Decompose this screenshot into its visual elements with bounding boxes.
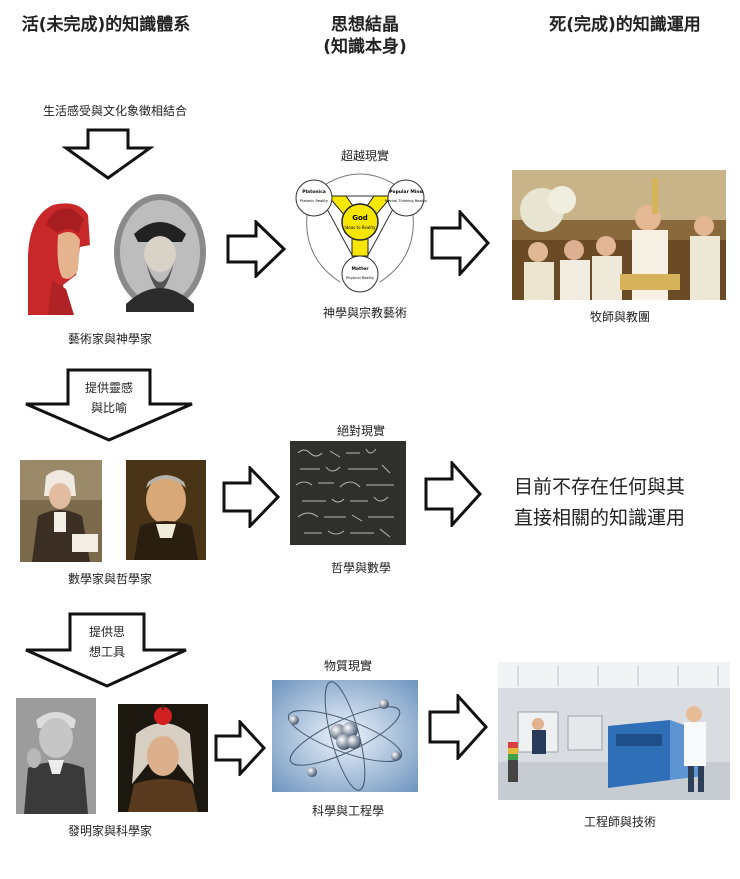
diagram-node-6: Physical Reality (346, 276, 375, 280)
row3-application-label: 工程師與技術 (583, 815, 656, 829)
header-dead-knowledge: 死(完成)的知識運用 (549, 15, 701, 35)
formula-board (290, 441, 406, 545)
theology-diagram: God Ideas to Reality Platonica Platonic … (290, 166, 430, 296)
down-arrow-1 (62, 128, 154, 180)
row2-arrow-text-line1: 提供靈感 (84, 381, 133, 395)
portrait-philosopher (126, 460, 206, 560)
portrait-artist (18, 185, 108, 315)
row2-crystal-title: 絕對現實 (336, 424, 385, 438)
row2-people-label: 數學家與哲學家 (67, 572, 152, 586)
portrait-inventor (16, 698, 96, 814)
row3-arrow-text: 提供思 想工具 (70, 622, 144, 662)
right-arrow-2b (424, 461, 482, 527)
right-arrow-1a (226, 220, 286, 278)
row1-crystal-label: 神學與宗教藝術 (322, 306, 407, 320)
right-arrow-3b (428, 694, 488, 760)
diagram-node-1: Platonica (302, 189, 326, 195)
diagram-center-sub: Ideas to Reality (345, 225, 377, 230)
diagram-center-text: God (352, 214, 368, 222)
portrait-scientist (118, 704, 208, 812)
portrait-theologian (112, 192, 208, 312)
row2-application-text-line2: 直接相關的知識運用 (514, 507, 686, 529)
right-arrow-2a (222, 466, 280, 528)
right-arrow-1b (430, 210, 490, 276)
row3-arrow-text-line1: 提供思 (88, 625, 125, 639)
atom-illustration (272, 680, 418, 792)
photo-engineering-lab (498, 662, 730, 800)
row1-crystal-title: 超越現實 (340, 149, 389, 163)
header-thought-crystal-line2: (知識本身) (323, 37, 407, 57)
row3-crystal-label: 科學與工程學 (311, 804, 384, 818)
photo-clergy (512, 170, 726, 300)
row2-arrow-text: 提供靈感 與比喻 (68, 378, 150, 418)
diagram-node-2: Platonic Reality (300, 199, 329, 203)
row3-people-label: 發明家與科學家 (67, 824, 152, 838)
row2-application-text-line1: 目前不存在任何與其 (514, 476, 686, 498)
header-living-knowledge: 活(未完成)的知識體系 (21, 15, 191, 35)
row3-crystal-title: 物質現實 (323, 659, 372, 673)
header-thought-crystal-line1: 思想結晶 (331, 15, 399, 35)
header-thought-crystal: 思想結晶 (知識本身) (290, 14, 440, 58)
down-arrow-3 (25, 612, 187, 688)
diagram-node-3: Popular Mind (389, 189, 423, 195)
right-arrow-3a (214, 720, 266, 776)
diagram-node-5: Matter (351, 266, 369, 272)
row2-crystal-label: 哲學與數學 (330, 561, 391, 575)
row2-application-text: 目前不存在任何與其 直接相關的知識運用 (514, 472, 685, 534)
row1-application-label: 牧師與教團 (589, 310, 650, 324)
portrait-mathematician (20, 460, 102, 562)
row1-top-note: 生活感受與文化象徵相結合 (42, 104, 187, 118)
diagram-node-4: Mental Thinking Reality (385, 199, 428, 203)
row3-arrow-text-line2: 想工具 (88, 645, 125, 659)
row1-people-label: 藝術家與神學家 (67, 332, 152, 346)
down-arrow-2 (25, 368, 193, 442)
row2-arrow-text-line2: 與比喻 (90, 401, 127, 415)
